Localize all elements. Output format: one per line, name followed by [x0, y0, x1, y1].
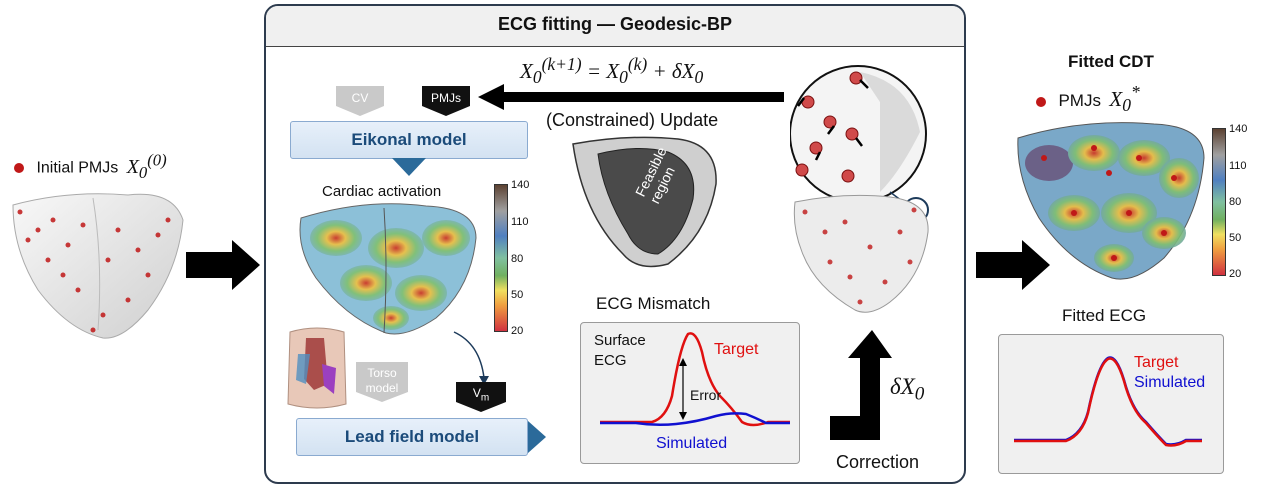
leadfield-right-arrow — [528, 421, 546, 453]
update-equation: X0(k+1) = X0(k) + δX0 — [520, 54, 704, 88]
leadfield-model-box: Lead field model — [296, 418, 528, 456]
colorbar-tick: 20 — [1229, 268, 1242, 280]
activation-heart-mesh — [299, 203, 477, 335]
cv-tag-label: CV — [351, 91, 369, 105]
fitted-ecg-plot — [1014, 356, 1202, 447]
correction-arrow — [830, 330, 892, 440]
ecg-label: ECG — [594, 352, 627, 369]
right-flow-arrow — [976, 240, 1050, 290]
panel-title: ECG fitting — Geodesic-BP — [497, 14, 733, 34]
surface-ecg-label: Surface ECG — [594, 331, 646, 371]
fitted-pmjs-label: PMJs — [1058, 91, 1101, 110]
left-flow-arrow — [186, 240, 260, 290]
fitted-colorbar — [1212, 128, 1226, 276]
mismatch-plot — [600, 332, 790, 427]
fitted-cdt-title: Fitted CDT — [1068, 52, 1154, 71]
initial-heart-mesh — [12, 193, 184, 339]
initial-pmjs-math: X0(0) — [126, 150, 167, 182]
colorbar-tick: 80 — [511, 253, 524, 265]
correction-math: δX0 — [890, 374, 925, 405]
ecg-mismatch-title: ECG Mismatch — [596, 294, 711, 313]
leadfield-model-label: Lead field model — [344, 427, 480, 446]
torso-tag-label: Torso model — [365, 366, 399, 395]
panel-title-bar — [266, 6, 964, 47]
colorbar-tick: 80 — [1229, 196, 1242, 208]
fitted-pmjs-legend: PMJs X0* — [1036, 82, 1140, 116]
activation-colorbar — [494, 184, 508, 332]
fitted-pmjs-math: X0* — [1109, 82, 1140, 116]
mismatch-error-label: Error — [690, 387, 722, 403]
fitted-target-label: Target — [1134, 354, 1179, 371]
zoom-pmj-mesh — [790, 65, 929, 313]
pmjs-tag — [422, 86, 470, 116]
update-label: (Constrained) Update — [546, 110, 719, 130]
fitted-ecg-panel — [998, 334, 1224, 474]
colorbar-tick: 20 — [511, 325, 524, 337]
colorbar-tick: 50 — [511, 289, 524, 301]
colorbar-tick: 140 — [511, 179, 530, 191]
ecg-mismatch-panel — [580, 322, 800, 464]
colorbar-tick: 50 — [1229, 232, 1242, 244]
initial-pmjs-label: Initial PMJs — [36, 159, 119, 177]
pmjs-tag-label: PMJs — [431, 91, 461, 105]
cv-tag — [336, 86, 384, 116]
colorbar-tick: 110 — [511, 216, 529, 228]
initial-pmjs-legend: Initial PMJs X0(0) — [14, 150, 167, 183]
mismatch-simulated-label: Simulated — [656, 435, 728, 452]
eikonal-model-label: Eikonal model — [351, 130, 467, 149]
fitted-heart-mesh — [1017, 122, 1205, 280]
torso-image — [287, 327, 347, 409]
pmj-dot-icon — [14, 163, 24, 174]
fitted-ecg-title: Fitted ECG — [1062, 306, 1147, 325]
surface-label: Surface — [594, 332, 646, 349]
vm-tag-label: Vm — [472, 386, 490, 404]
mismatch-target-label: Target — [714, 341, 759, 358]
cardiac-activation-label: Cardiac activation — [322, 183, 442, 200]
pmj-dot-icon — [1036, 96, 1046, 107]
fitted-simulated-label: Simulated — [1134, 374, 1206, 391]
colorbar-tick: 110 — [1229, 160, 1247, 172]
eikonal-down-arrow — [392, 158, 426, 176]
correction-label: Correction — [836, 452, 920, 472]
eikonal-model-box: Eikonal model — [290, 121, 528, 159]
vm-tag — [456, 382, 506, 412]
torso-tag — [356, 362, 408, 402]
update-arrow — [478, 84, 784, 110]
activation-to-vm-arrow — [453, 331, 489, 385]
colorbar-tick: 140 — [1229, 123, 1248, 135]
feasible-region-heart — [572, 136, 717, 268]
